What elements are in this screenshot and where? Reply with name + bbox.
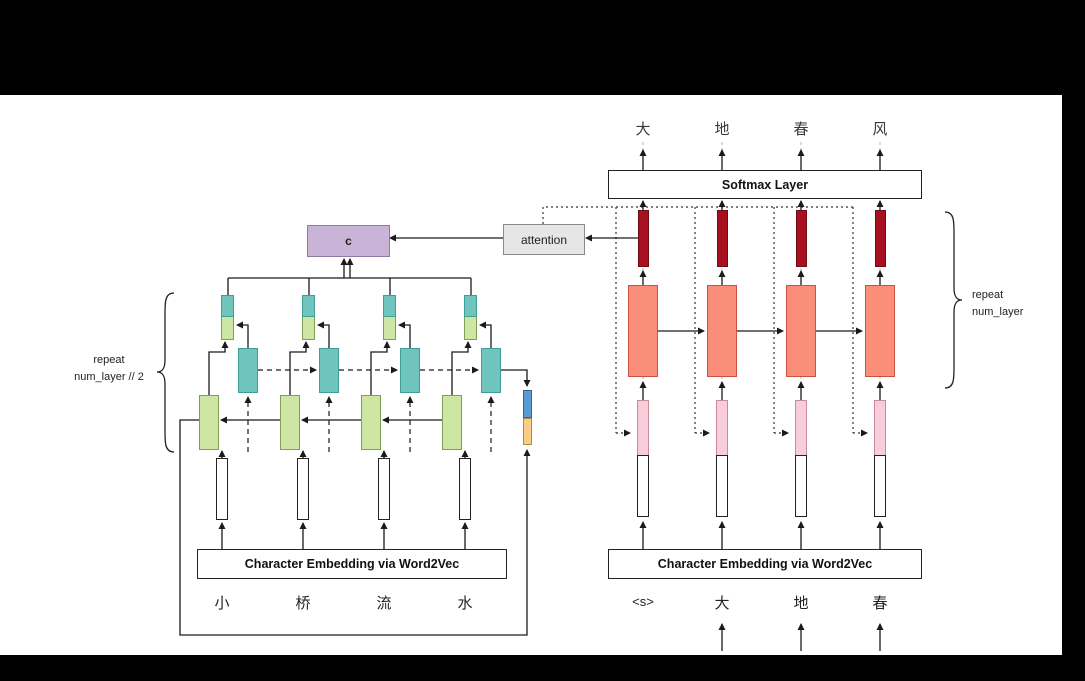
decoder-input-char: 地 xyxy=(793,595,809,612)
decoder-output-proj-bar xyxy=(875,210,886,267)
repeat-label-encoder-line2: num_layer // 2 xyxy=(74,370,144,383)
decoder-lstm-cell xyxy=(865,285,895,377)
encoder-input-char: 流 xyxy=(376,595,392,612)
decoder-embedding-bar xyxy=(716,455,728,517)
decoder-context-bar xyxy=(637,400,649,456)
encoder-forward-cell xyxy=(319,348,339,393)
encoder-backward-cell xyxy=(442,395,462,450)
decoder-output-char: 风 xyxy=(872,121,888,138)
encoder-concat-bottom xyxy=(383,317,396,340)
encoder-forward-cell xyxy=(400,348,420,393)
encoder-input-char: 小 xyxy=(214,595,230,612)
encoder-final-state-forward xyxy=(523,390,532,418)
encoder-input-char: 桥 xyxy=(295,595,311,612)
encoder-concat-state xyxy=(302,295,315,340)
decoder-context-bar xyxy=(874,400,886,456)
encoder-concat-state xyxy=(464,295,477,340)
encoder-concat-top xyxy=(464,295,477,317)
decoder-input-char: <s> xyxy=(632,594,654,609)
decoder-output-proj-bar xyxy=(796,210,807,267)
encoder-embedding-bar xyxy=(297,458,309,520)
decoder-output-proj-bar xyxy=(638,210,649,267)
repeat-label-decoder: repeat num_layer xyxy=(972,287,1052,320)
encoder-final-state-backward xyxy=(523,418,532,445)
decoder-embedding-bar xyxy=(637,455,649,517)
encoder-concat-state xyxy=(221,295,234,340)
encoder-concat-top xyxy=(383,295,396,317)
encoder-concat-top xyxy=(302,295,315,317)
decoder-lstm-cell xyxy=(707,285,737,377)
encoder-concat-state xyxy=(383,295,396,340)
decoder-embedding-bar xyxy=(795,455,807,517)
decoder-lstm-cell xyxy=(628,285,658,377)
encoder-input-char: 水 xyxy=(457,595,473,612)
encoder-embedding-bar xyxy=(459,458,471,520)
decoder-output-char: 地 xyxy=(714,121,730,138)
repeat-label-decoder-line1: repeat xyxy=(972,289,1004,301)
encoder-embedding-box: Character Embedding via Word2Vec xyxy=(197,549,507,579)
encoder-concat-top xyxy=(221,295,234,317)
decoder-context-bar xyxy=(716,400,728,456)
decoder-context-bar xyxy=(795,400,807,456)
decoder-input-char: 大 xyxy=(714,595,730,612)
encoder-backward-cell xyxy=(199,395,219,450)
repeat-label-decoder-line2: num_layer xyxy=(972,305,1024,318)
decoder-embedding-bar xyxy=(874,455,886,517)
decoder-input-char: 春 xyxy=(872,595,888,612)
decoder-output-char: 春 xyxy=(793,121,809,138)
decoder-embedding-box: Character Embedding via Word2Vec xyxy=(608,549,922,579)
decoder-lstm-cell xyxy=(786,285,816,377)
encoder-embedding-bar xyxy=(216,458,228,520)
decoder-output-proj-bar xyxy=(717,210,728,267)
repeat-label-encoder-line1: repeat xyxy=(93,354,125,366)
encoder-backward-cell xyxy=(280,395,300,450)
context-vector-box: c xyxy=(307,225,390,257)
encoder-forward-cell xyxy=(481,348,501,393)
encoder-backward-cell xyxy=(361,395,381,450)
repeat-label-encoder: repeat num_layer // 2 xyxy=(62,352,156,385)
encoder-concat-bottom xyxy=(464,317,477,340)
attention-box: attention xyxy=(503,224,585,255)
encoder-concat-bottom xyxy=(221,317,234,340)
encoder-concat-bottom xyxy=(302,317,315,340)
softmax-box: Softmax Layer xyxy=(608,170,922,199)
decoder-output-char: 大 xyxy=(635,121,651,138)
encoder-forward-cell xyxy=(238,348,258,393)
encoder-embedding-bar xyxy=(378,458,390,520)
